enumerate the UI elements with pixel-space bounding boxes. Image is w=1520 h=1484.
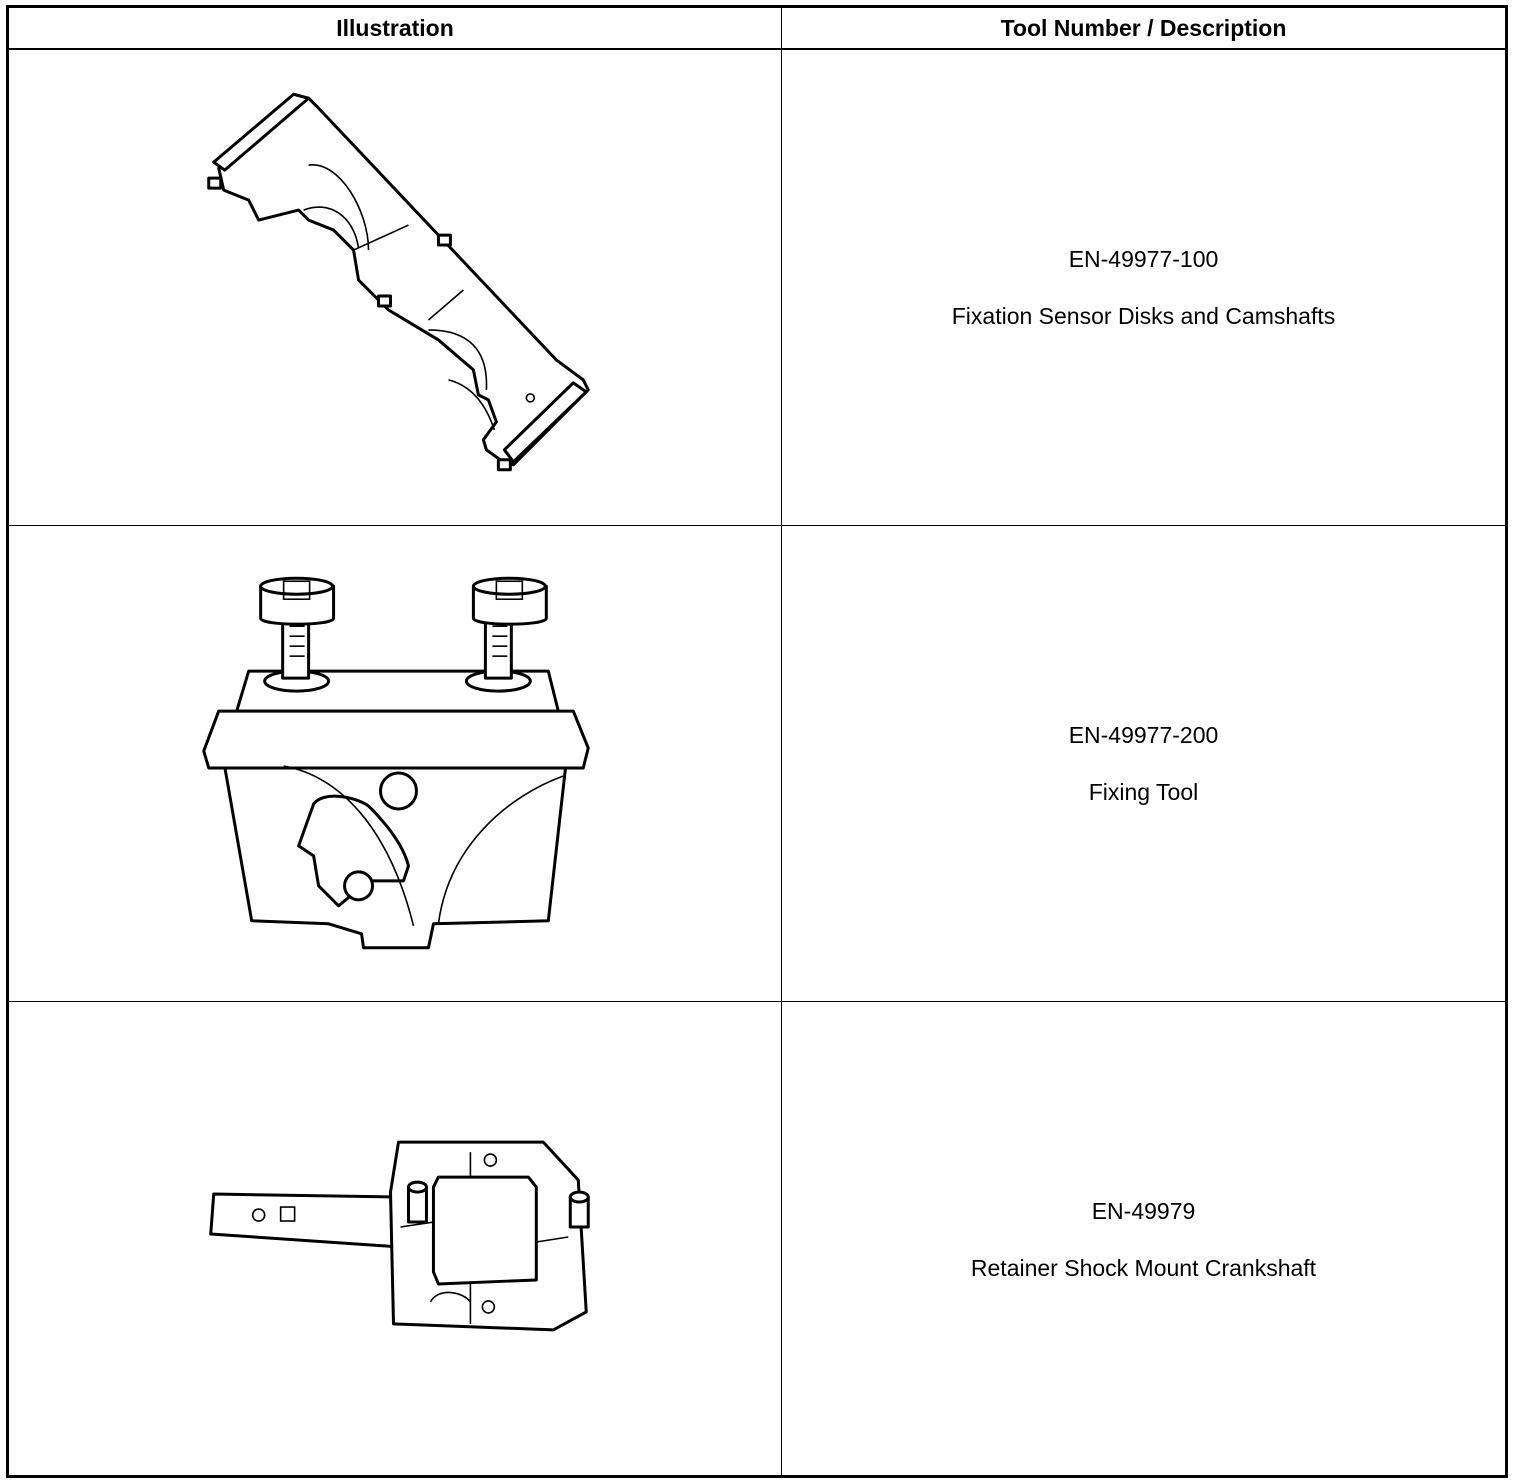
camshaft-fixation-tool-drawing xyxy=(207,92,590,472)
fixing-tool-drawing xyxy=(202,576,590,950)
description-cell-2: EN-49977-200 Fixing Tool xyxy=(782,526,1505,1002)
description-cell-1: EN-49977-100 Fixation Sensor Disks and C… xyxy=(782,50,1505,526)
tool-description: Fixing Tool xyxy=(1088,778,1199,805)
illustration-cell-3 xyxy=(9,1002,782,1477)
description-cell-3: EN-49979 Retainer Shock Mount Crankshaft xyxy=(782,1002,1505,1477)
tool-number: EN-49979 xyxy=(1091,1197,1196,1224)
header-tool-number-description: Tool Number / Description xyxy=(782,8,1505,50)
tool-description: Retainer Shock Mount Crankshaft xyxy=(970,1254,1317,1281)
tool-number: EN-49977-200 xyxy=(1068,721,1219,748)
illustration-cell-2 xyxy=(9,526,782,1002)
tool-number: EN-49977-100 xyxy=(1068,245,1219,272)
header-illustration: Illustration xyxy=(9,8,782,50)
crankshaft-retainer-drawing xyxy=(209,1140,590,1332)
tool-table: Illustration Tool Number / Description xyxy=(6,5,1508,1478)
tool-description: Fixation Sensor Disks and Camshafts xyxy=(951,302,1336,329)
illustration-cell-1 xyxy=(9,50,782,526)
